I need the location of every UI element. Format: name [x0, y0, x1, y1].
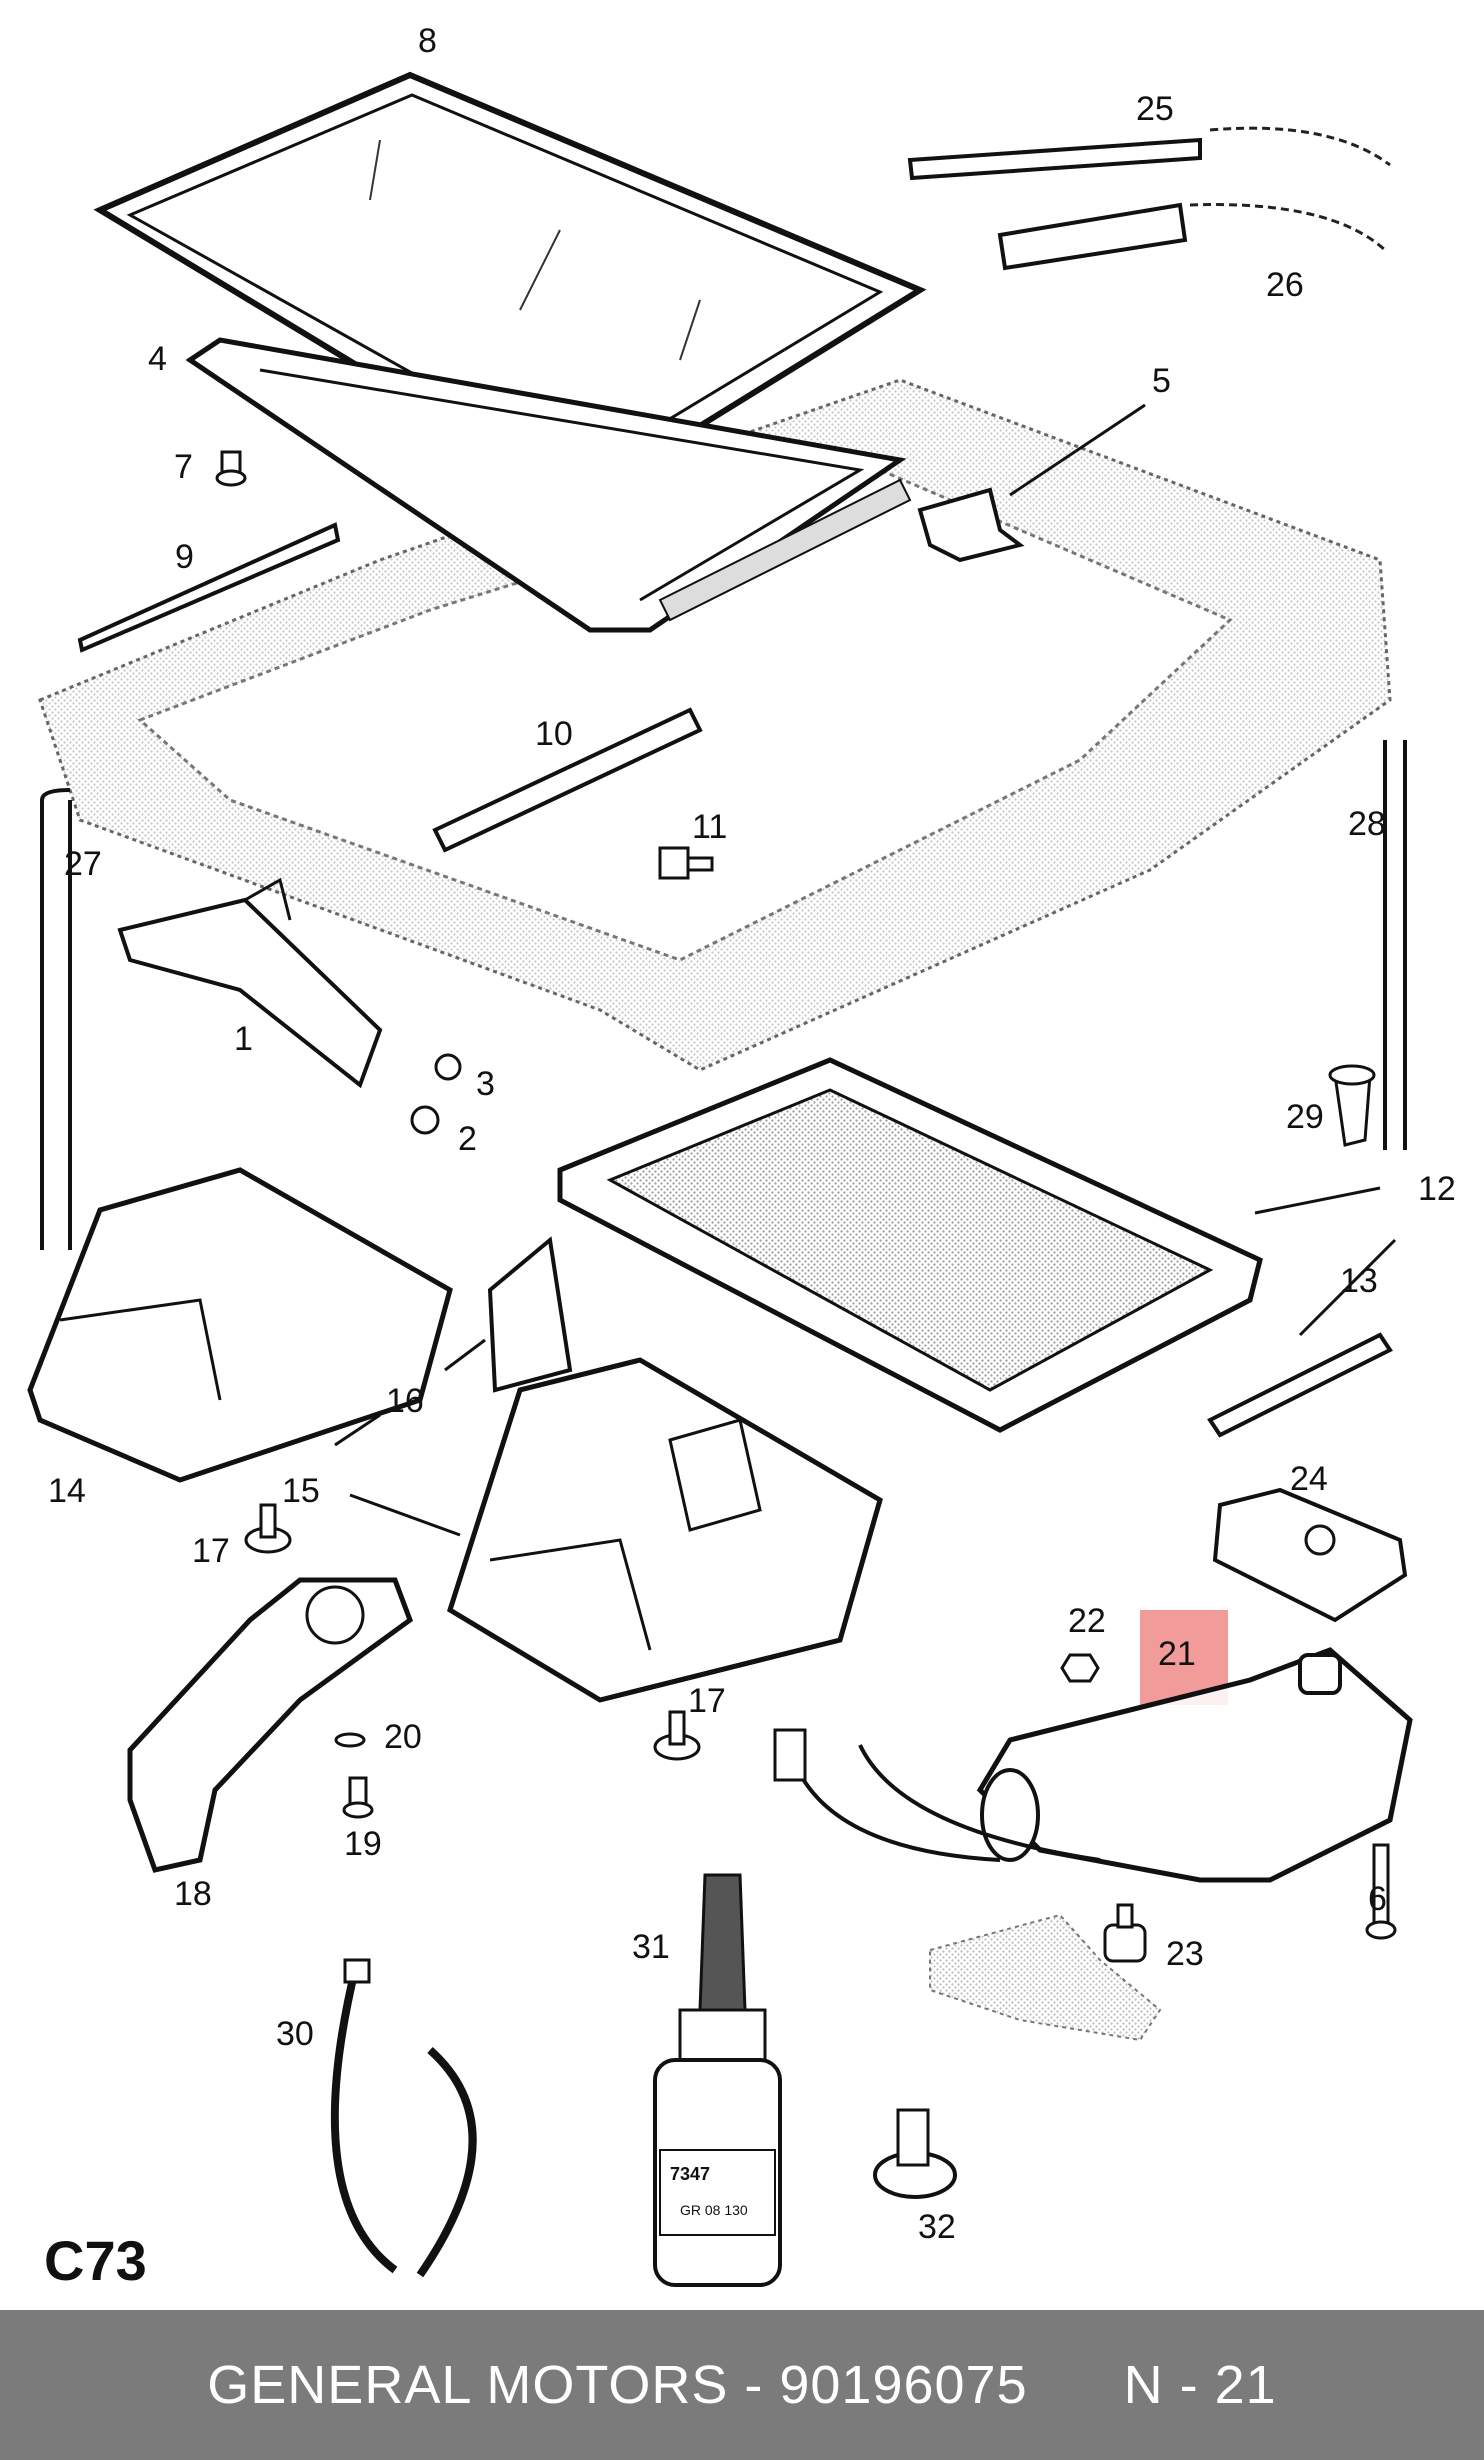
screw-part-17a: [244, 1503, 292, 1554]
parts-diagram: 7347 GR 08 130 1 2 3 4 5 6 7 8 9 10 11 1…: [27, 22, 1456, 2292]
seal-strips-part-25-26: [907, 126, 1391, 271]
clip-part-29: [1328, 1064, 1376, 1147]
washer-part-20: [334, 1732, 366, 1748]
console-part-15: [334, 1357, 883, 1703]
console-part-14: [27, 1167, 453, 1483]
sunroof-frame-part-4: [185, 337, 912, 633]
screw-part-11: [658, 846, 714, 880]
bolt-part-6: [1365, 1843, 1397, 1940]
callout-26: 26: [1266, 266, 1304, 304]
bolt-part-7: [215, 450, 247, 487]
callout-10: 10: [535, 715, 573, 753]
callout-28: 28: [1348, 805, 1386, 843]
bottle-label-code: 7347: [670, 2164, 710, 2184]
callout-17b: 17: [688, 1682, 726, 1720]
section-code: C73: [44, 2229, 147, 2292]
callout-9: 9: [175, 538, 194, 576]
callout-25: 25: [1136, 90, 1174, 128]
callout-23: 23: [1166, 1935, 1204, 1973]
callout-30: 30: [276, 2015, 314, 2053]
drain-hose-part-28: [1383, 740, 1407, 1150]
callout-3: 3: [476, 1065, 495, 1103]
cable-tie-part-30: [330, 1958, 477, 2278]
callout-4: 4: [148, 340, 167, 378]
callout-15: 15: [282, 1472, 320, 1510]
callout-22: 22: [1068, 1602, 1106, 1640]
callout-8: 8: [418, 22, 437, 60]
mount-part-23: [1103, 1903, 1147, 1963]
callout-1: 1: [234, 1020, 253, 1058]
holder-part-16: [444, 1236, 573, 1393]
callout-19: 19: [344, 1825, 382, 1863]
callout-6: 6: [1368, 1880, 1387, 1918]
part-position: N - 21: [1123, 2355, 1277, 2415]
callout-7: 7: [174, 448, 193, 486]
screw-part-3: [434, 1053, 462, 1081]
bracket-part-5: [917, 403, 1146, 563]
screw-part-17b: [653, 1710, 701, 1761]
callout-27: 27: [64, 845, 102, 883]
callout-13: 13: [1340, 1262, 1378, 1300]
strip-part-9: [77, 522, 341, 653]
drain-hose-part-27: [40, 788, 72, 1250]
caption-spacer: [1028, 2354, 1124, 2416]
adhesive-bottle-part-31: 7347 GR 08 130: [653, 1873, 782, 2287]
callout-14: 14: [48, 1472, 86, 1510]
callout-20: 20: [384, 1718, 422, 1756]
sunshade-part-12: [557, 1057, 1381, 1433]
motor-part-21: [773, 1610, 1413, 1883]
callout-24: 24: [1290, 1460, 1328, 1498]
callout-16: 16: [386, 1382, 424, 1420]
callout-labels: 1 2 3 4 5 6 7 8 9 10 11 12 13 14 15 16 1…: [48, 22, 1456, 2246]
callout-31: 31: [632, 1928, 670, 1966]
callout-5: 5: [1152, 362, 1171, 400]
screw-part-19: [342, 1776, 374, 1819]
crank-handle-part-18: [127, 1577, 414, 1873]
callout-21: 21: [1158, 1635, 1196, 1673]
bracket-outline: [929, 1913, 1162, 2042]
guide-part-13: [1207, 1238, 1397, 1438]
bottle-label-ref: GR 08 130: [680, 2202, 748, 2218]
callout-32: 32: [918, 2208, 956, 2246]
nut-part-22: [1060, 1653, 1100, 1683]
callout-2: 2: [458, 1120, 477, 1158]
part-title: GENERAL MOTORS - 90196075: [207, 2355, 1028, 2415]
screw-part-2: [410, 1105, 440, 1135]
footer-bar: GENERAL MOTORS - 90196075 N - 21: [0, 2310, 1484, 2460]
callout-18: 18: [174, 1875, 212, 1913]
callout-29: 29: [1286, 1098, 1324, 1136]
fastener-part-32: [873, 2108, 957, 2199]
callout-11: 11: [692, 808, 727, 846]
mechanism-part-1: [117, 877, 383, 1089]
callout-12: 12: [1418, 1170, 1456, 1208]
gasket-plate-part-24: [1212, 1487, 1408, 1623]
callout-17a: 17: [192, 1532, 230, 1570]
rail-part-10: [432, 707, 703, 853]
